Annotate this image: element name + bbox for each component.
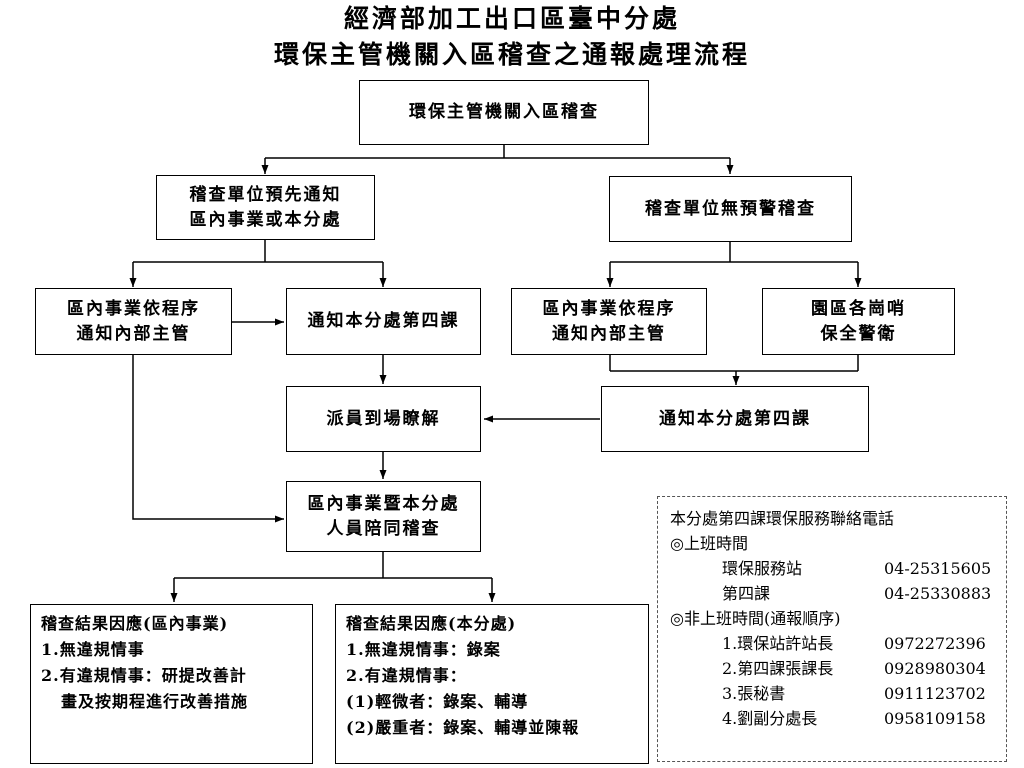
contact-panel: 本分處第四課環保服務聯絡電話 ◎上班時間 環保服務站 04-25315605 第四…	[657, 496, 1007, 762]
contact-station-phone: 04-25315605	[884, 559, 992, 578]
contact-person-phone: 0972272396	[884, 634, 986, 653]
node-surprise-inspection: 稽查單位無預警稽查	[609, 176, 852, 242]
node-surprise-inspection-label: 稽查單位無預警稽查	[645, 198, 816, 219]
contact-person-phone: 0928980304	[884, 659, 986, 678]
node-internal-right: 區內事業依程序 通知內部主管	[511, 288, 707, 355]
contact-section-label: 第四課	[722, 584, 771, 603]
node-joint-inspection-line2: 人員陪同稽查	[326, 518, 441, 539]
result-office-item2: 2.有違規情事：	[346, 666, 467, 685]
node-joint-inspection-line1: 區內事業暨本分處	[307, 493, 460, 514]
contact-heading: 本分處第四課環保服務聯絡電話	[670, 509, 895, 528]
node-advance-notice: 稽查單位預先通知 區內事業或本分處	[156, 175, 375, 240]
result-enterprise-item1: 1.無違規情事	[41, 640, 145, 659]
node-advance-notice-line2: 區內事業或本分處	[189, 209, 342, 230]
contact-person-row: 4.劉副分處長 0958109158	[670, 706, 1006, 731]
result-enterprise: 稽查結果因應(區內事業) 1.無違規情事 2.有違規情事：研提改善計 畫及按期程…	[30, 604, 313, 764]
result-office-item3: (1)輕微者：錄案、輔導	[346, 692, 529, 711]
node-internal-right-line1: 區內事業依程序	[542, 298, 676, 319]
result-enterprise-item2-cont: 畫及按期程進行改善措施	[61, 692, 249, 711]
contact-person-name: 2.第四課張課長	[722, 659, 834, 678]
node-guard-posts-line1: 園區各崗哨	[811, 298, 906, 319]
result-enterprise-item2: 2.有違規情事：研提改善計	[41, 666, 247, 685]
result-office: 稽查結果因應(本分處) 1.無違規情事：錄案 2.有違規情事： (1)輕微者：錄…	[335, 604, 649, 764]
contact-office-hours: ◎上班時間	[670, 534, 748, 553]
node-guard-posts: 園區各崗哨 保全警衛	[762, 288, 955, 355]
node-notify-section-left: 通知本分處第四課	[286, 288, 481, 355]
node-internal-left: 區內事業依程序 通知內部主管	[35, 288, 232, 355]
contact-person-row: 2.第四課張課長 0928980304	[670, 656, 1006, 681]
result-enterprise-heading: 稽查結果因應(區內事業)	[41, 614, 229, 633]
contact-person-row: 1.環保站許站長 0972272396	[670, 631, 1006, 656]
node-inspection-entry: 環保主管機關入區稽查	[359, 80, 649, 145]
contact-section-phone: 04-25330883	[884, 584, 992, 603]
arrow-internal-left-to-joint	[132, 355, 284, 523]
title-line2: 環保主管機關入區稽查之通報處理流程	[273, 40, 750, 69]
result-office-heading: 稽查結果因應(本分處)	[346, 614, 517, 633]
contact-station-label: 環保服務站	[722, 559, 803, 578]
contact-section-row: 第四課 04-25330883	[670, 581, 1006, 606]
contact-person-name: 4.劉副分處長	[722, 709, 818, 728]
node-dispatch: 派員到場瞭解	[286, 386, 481, 452]
node-joint-inspection: 區內事業暨本分處 人員陪同稽查	[286, 481, 481, 552]
node-guard-posts-line2: 保全警衛	[820, 323, 897, 344]
result-office-item4: (2)嚴重者：錄案、輔導並陳報	[346, 718, 580, 737]
contact-person-phone: 0958109158	[884, 709, 986, 728]
contact-person-name: 1.環保站許站長	[722, 634, 834, 653]
node-inspection-entry-label: 環保主管機關入區稽查	[409, 102, 599, 122]
node-dispatch-label: 派員到場瞭解	[326, 408, 441, 429]
node-internal-left-line1: 區內事業依程序	[67, 298, 200, 319]
contact-person-phone: 0911123702	[884, 684, 986, 703]
node-notify-section-left-label: 通知本分處第四課	[307, 311, 460, 331]
contact-after-hours: ◎非上班時間(通報順序)	[670, 609, 841, 628]
node-advance-notice-line1: 稽查單位預先通知	[189, 184, 342, 205]
node-notify-section-right-label: 通知本分處第四課	[659, 408, 811, 429]
contact-person-name: 3.張秘書	[722, 684, 786, 703]
result-office-item1: 1.無違規情事：錄案	[346, 640, 501, 659]
node-internal-right-line2: 通知內部主管	[552, 323, 666, 344]
contact-station-row: 環保服務站 04-25315605	[670, 556, 1006, 581]
node-notify-section-right: 通知本分處第四課	[601, 386, 869, 452]
node-internal-left-line2: 通知內部主管	[76, 323, 191, 344]
title-line1: 經濟部加工出口區臺中分處	[343, 4, 680, 33]
contact-person-row: 3.張秘書 0911123702	[670, 681, 1006, 706]
